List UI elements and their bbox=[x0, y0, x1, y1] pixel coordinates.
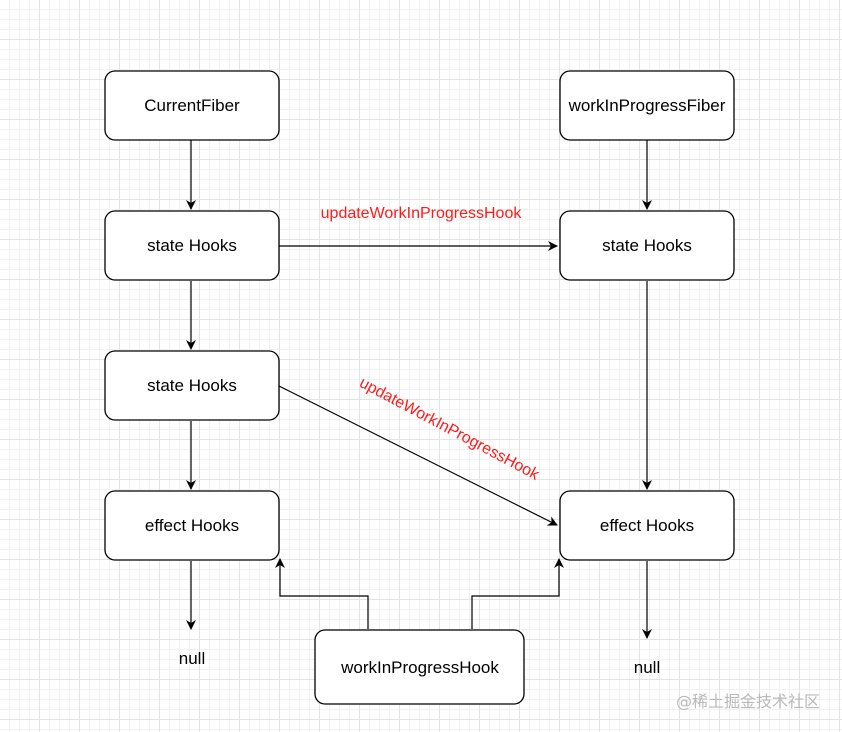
node-wip-state-hooks-label: state Hooks bbox=[602, 236, 692, 255]
node-wip-fiber: workInProgressFiber bbox=[559, 70, 735, 141]
null-label-left: null bbox=[179, 649, 205, 668]
node-wip-hook-label: workInProgressHook bbox=[340, 658, 499, 677]
node-current-state-hooks-2: state Hooks bbox=[104, 350, 280, 421]
node-current-state-hooks-1: state Hooks bbox=[104, 210, 280, 281]
edge-label-horizontal: updateWorkInProgressHook bbox=[321, 205, 523, 222]
node-wip-effect-hooks-label: effect Hooks bbox=[600, 516, 694, 535]
node-wip-hook: workInProgressHook bbox=[314, 629, 525, 705]
watermark: @稀土掘金技术社区 bbox=[676, 692, 820, 711]
edges bbox=[186, 140, 652, 639]
node-wip-fiber-label: workInProgressFiber bbox=[568, 96, 726, 115]
node-current-effect-hooks: effect Hooks bbox=[104, 490, 280, 561]
node-current-fiber-label: CurrentFiber bbox=[144, 96, 240, 115]
edge-label-diagonal: updateWorkInProgressHook bbox=[357, 374, 543, 484]
node-wip-state-hooks: state Hooks bbox=[559, 210, 735, 281]
edge-wip-hook-to-effect-hooks bbox=[275, 558, 369, 629]
node-current-effect-hooks-label: effect Hooks bbox=[145, 516, 239, 535]
node-wip-effect-hooks: effect Hooks bbox=[559, 490, 735, 561]
edge-state-hooks-2-to-wip-effect-hooks bbox=[278, 385, 558, 526]
edge-wip-hook-to-wip-effect-hooks bbox=[471, 558, 564, 629]
node-current-state-hooks-2-label: state Hooks bbox=[147, 376, 237, 395]
node-current-state-hooks-1-label: state Hooks bbox=[147, 236, 237, 255]
null-label-right: null bbox=[634, 658, 660, 677]
node-current-fiber: CurrentFiber bbox=[104, 70, 280, 141]
